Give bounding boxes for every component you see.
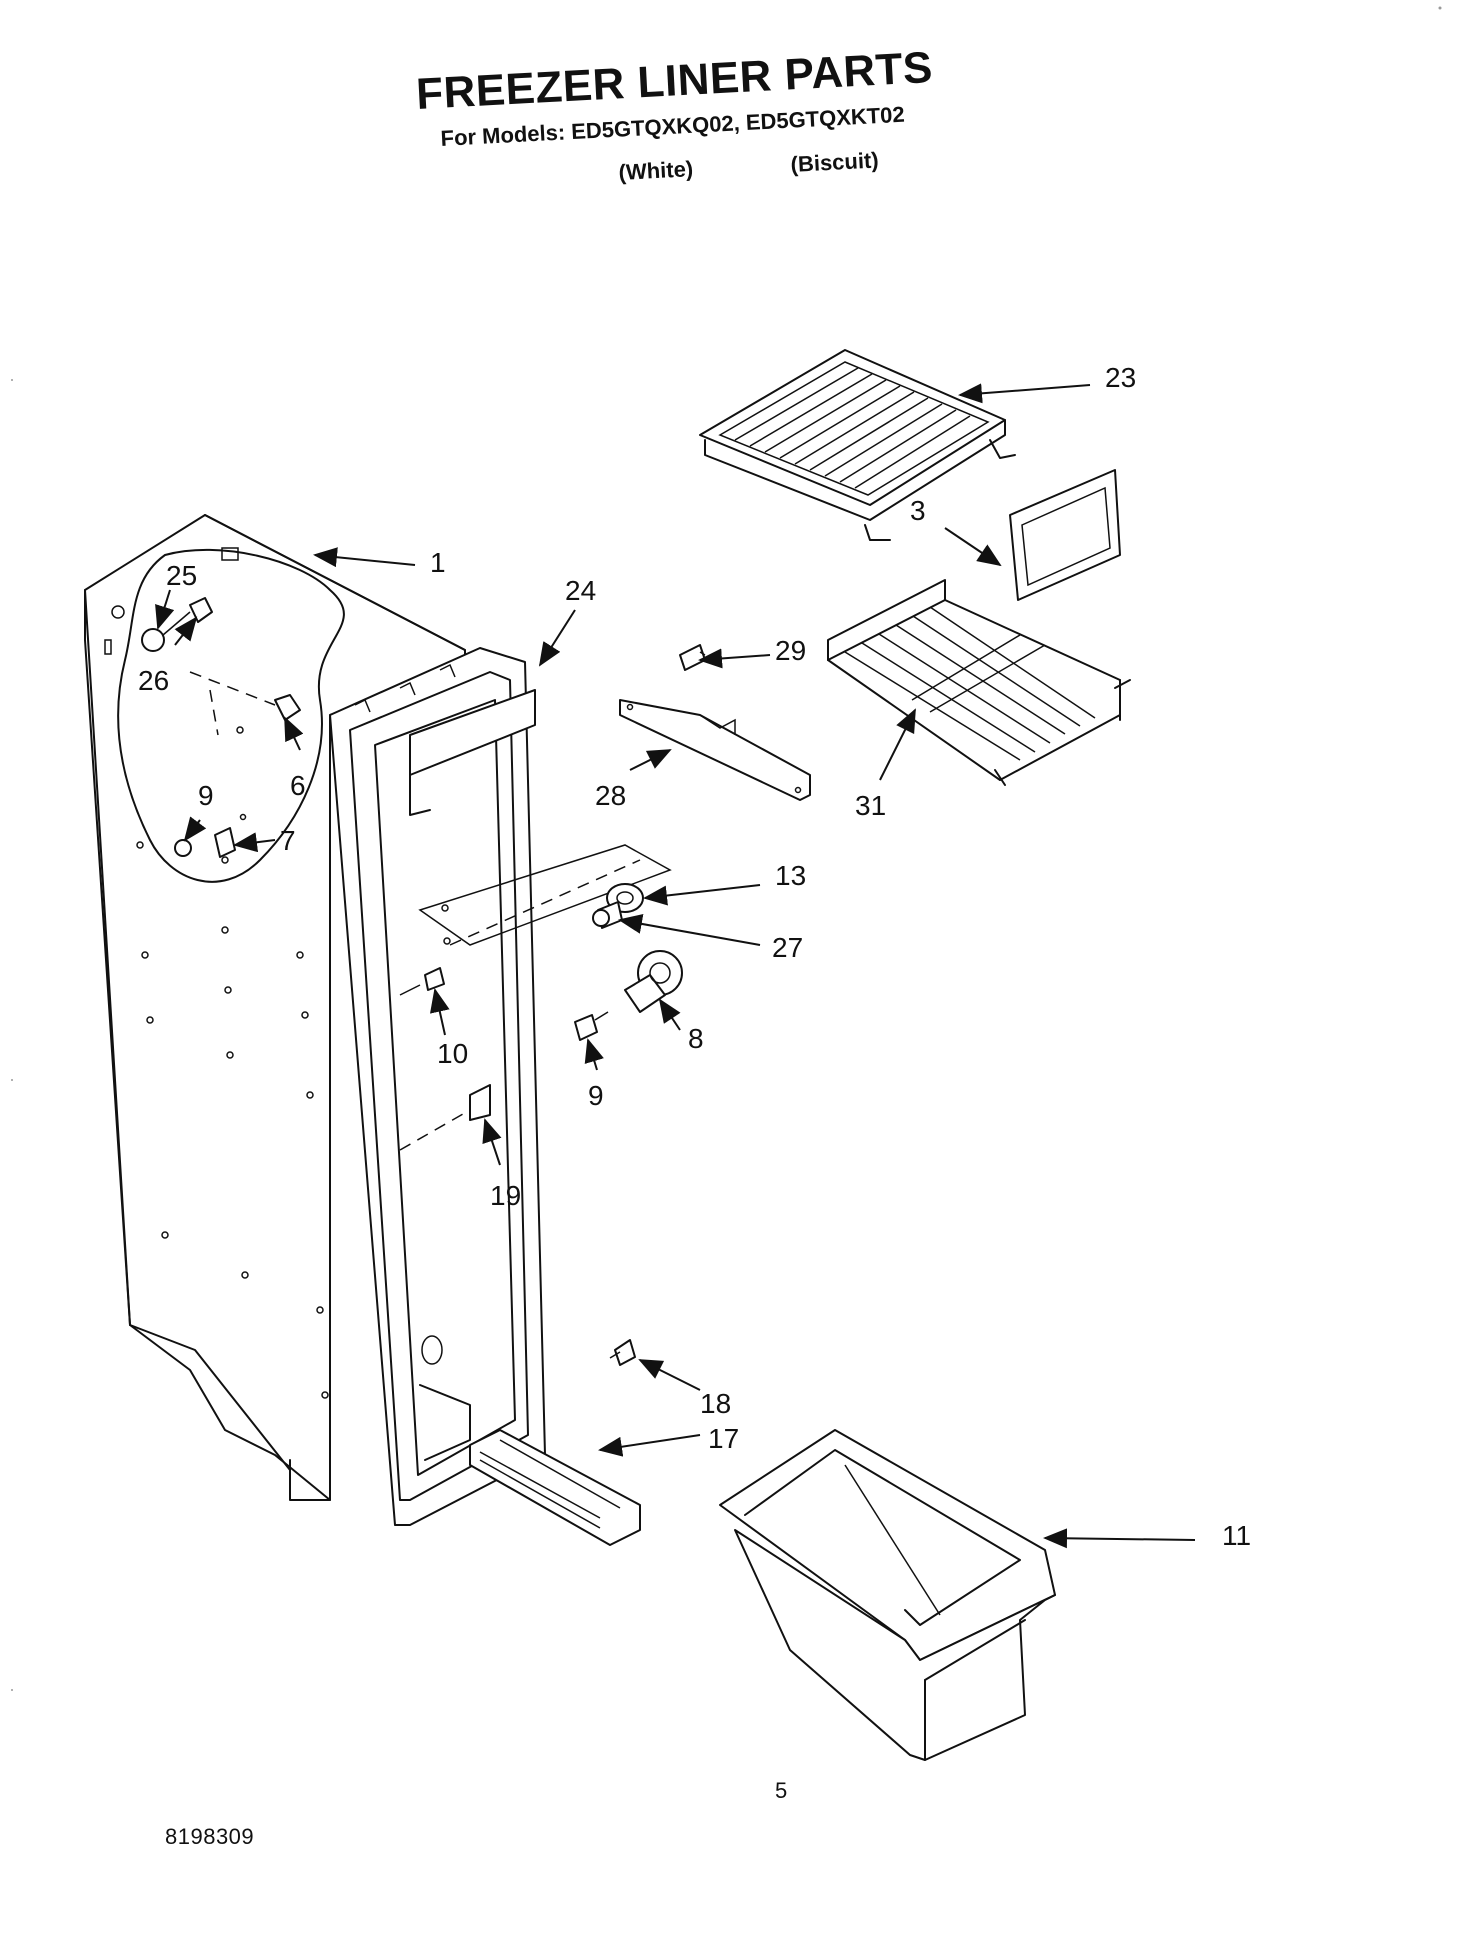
screw-18 xyxy=(609,1339,636,1366)
mounting-holes xyxy=(136,726,329,1399)
leader-lines xyxy=(155,383,1196,1549)
callout-1: 1 xyxy=(430,547,446,578)
callout-13: 13 xyxy=(775,860,806,891)
screw-10 xyxy=(399,967,445,996)
callout-6: 6 xyxy=(290,770,306,801)
light-bulb xyxy=(592,901,623,929)
screw-29 xyxy=(679,644,706,671)
callout-25: 25 xyxy=(166,560,197,591)
document-number: 8198309 xyxy=(165,1824,255,1849)
liner-front-frame xyxy=(329,647,546,1526)
screw-9-lower xyxy=(574,1011,609,1041)
control-knob xyxy=(624,950,683,1013)
callout-9-upper: 9 xyxy=(198,780,214,811)
callout-9-lower: 9 xyxy=(588,1080,604,1111)
freezer-liner-cabinet xyxy=(84,514,466,1501)
callout-19: 19 xyxy=(490,1180,521,1211)
callout-7: 7 xyxy=(280,825,296,856)
callout-23: 23 xyxy=(1105,362,1136,393)
callout-11: 11 xyxy=(1222,1520,1251,1551)
upper-shelf xyxy=(699,349,1016,541)
callout-3: 3 xyxy=(910,495,926,526)
bracket-6 xyxy=(189,671,301,736)
callout-31: 31 xyxy=(855,790,886,821)
wire-shelf-rods xyxy=(844,606,1096,761)
vent-grille xyxy=(469,1429,641,1546)
light-assembly-upper xyxy=(141,597,213,652)
shelf-glass-panel xyxy=(1009,469,1121,601)
callout-26: 26 xyxy=(138,665,169,696)
callout-10: 10 xyxy=(437,1038,468,1069)
clip-19 xyxy=(399,1084,491,1151)
shelf-bracket xyxy=(619,699,811,801)
callout-29: 29 xyxy=(775,635,806,666)
callout-labels: 1 3 6 7 8 9 9 10 11 13 17 18 19 23 24 25… xyxy=(138,362,1251,1551)
freezer-bin xyxy=(719,1429,1056,1761)
page-number: 5 xyxy=(775,1778,788,1803)
wire-shelf xyxy=(827,579,1131,786)
duct-cover xyxy=(409,689,536,816)
callout-17: 17 xyxy=(708,1423,739,1454)
callout-24: 24 xyxy=(565,575,596,606)
control-panel-outline xyxy=(418,844,672,946)
scan-specks xyxy=(11,6,1442,1691)
shelf-slats xyxy=(734,367,971,489)
callout-8: 8 xyxy=(688,1023,704,1054)
callout-18: 18 xyxy=(700,1388,731,1419)
callout-28: 28 xyxy=(595,780,626,811)
callout-27: 27 xyxy=(772,932,803,963)
screw-9-upper xyxy=(174,839,192,857)
